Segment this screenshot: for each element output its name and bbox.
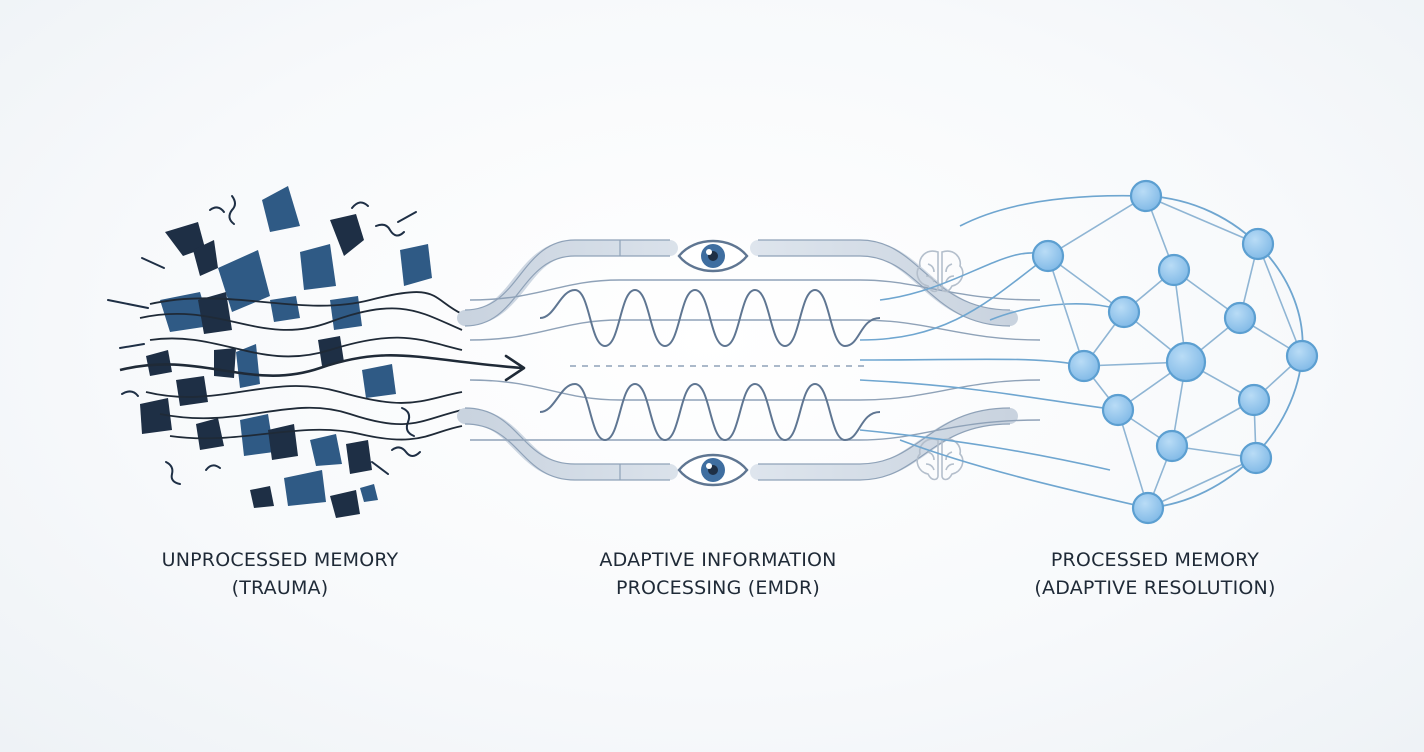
label-line: PROCESSED MEMORY bbox=[1050, 549, 1260, 571]
eye-icon bbox=[677, 453, 749, 487]
memory-scribbles bbox=[107, 195, 421, 485]
eye-icon bbox=[677, 239, 749, 273]
network-node bbox=[1285, 339, 1319, 373]
brain-icon bbox=[916, 438, 964, 481]
label-line: UNPROCESSED MEMORY bbox=[161, 549, 399, 571]
network-node bbox=[1157, 253, 1191, 287]
network-node bbox=[1129, 179, 1163, 213]
label-adaptive-processing: ADAPTIVE INFORMATION PROCESSING (EMDR) bbox=[548, 546, 888, 602]
network-node bbox=[1067, 349, 1101, 383]
network-node bbox=[1107, 295, 1141, 329]
label-line: PROCESSING (EMDR) bbox=[615, 577, 821, 599]
label-line: ADAPTIVE INFORMATION bbox=[599, 549, 837, 571]
label-unprocessed-memory: UNPROCESSED MEMORY (TRAUMA) bbox=[110, 546, 450, 602]
memory-fragments bbox=[140, 186, 432, 518]
processed-memory-network bbox=[859, 179, 1319, 525]
network-nodes bbox=[1031, 179, 1319, 525]
channel-bottom bbox=[457, 408, 1018, 480]
network-node bbox=[1155, 429, 1189, 463]
network-node bbox=[1241, 227, 1275, 261]
network-node bbox=[1237, 383, 1271, 417]
label-processed-memory: PROCESSED MEMORY (ADAPTIVE RESOLUTION) bbox=[985, 546, 1325, 602]
flow-lines bbox=[469, 279, 1041, 441]
network-node bbox=[1031, 239, 1065, 273]
memory-threads bbox=[139, 291, 463, 441]
network-node bbox=[1101, 393, 1135, 427]
network-node bbox=[1239, 441, 1273, 475]
channel-top bbox=[457, 240, 1018, 326]
lower-wave bbox=[539, 382, 881, 442]
brain-icon bbox=[916, 250, 964, 293]
network-node bbox=[1223, 301, 1257, 335]
arrow-icon bbox=[119, 354, 523, 377]
arrow-head bbox=[504, 354, 526, 382]
unprocessed-memory-cluster bbox=[107, 186, 526, 518]
label-line: (ADAPTIVE RESOLUTION) bbox=[1034, 577, 1276, 599]
processing-channel bbox=[457, 239, 1041, 487]
upper-wave bbox=[539, 288, 881, 348]
network-node bbox=[1165, 341, 1207, 383]
incoming-flow-lines bbox=[859, 194, 1149, 509]
network-node bbox=[1131, 491, 1165, 525]
label-line: (TRAUMA) bbox=[231, 577, 329, 599]
